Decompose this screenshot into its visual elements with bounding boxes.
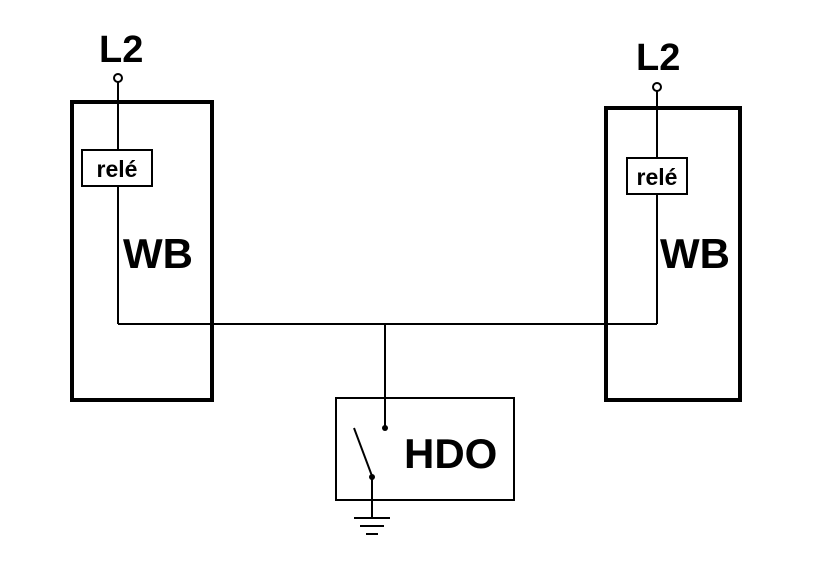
hdo-box bbox=[335, 397, 515, 501]
hdo-unit: HDO bbox=[335, 397, 515, 518]
right-relay-label: relé bbox=[637, 164, 678, 190]
right-relay-box bbox=[626, 157, 688, 195]
right-supply-terminal bbox=[652, 82, 662, 92]
left-supply-terminal bbox=[113, 73, 123, 83]
left-wallbox-unit: L2 relé WB bbox=[70, 29, 214, 402]
left-wallbox-box bbox=[70, 100, 214, 402]
right-supply-label: L2 bbox=[636, 37, 680, 79]
hdo-label: HDO bbox=[404, 430, 497, 477]
right-wallbox-label: WB bbox=[660, 230, 730, 277]
hdo-switch-upper-contact bbox=[382, 425, 388, 431]
ground-symbol-icon bbox=[354, 517, 390, 535]
left-relay-label: relé bbox=[97, 156, 138, 182]
left-wallbox-label: WB bbox=[123, 230, 193, 277]
right-wallbox-unit: L2 relé WB bbox=[604, 37, 742, 402]
left-supply-label: L2 bbox=[99, 29, 143, 71]
left-relay-box bbox=[81, 149, 153, 187]
hdo-switch-blade bbox=[353, 427, 373, 477]
right-wallbox-box bbox=[604, 106, 742, 402]
